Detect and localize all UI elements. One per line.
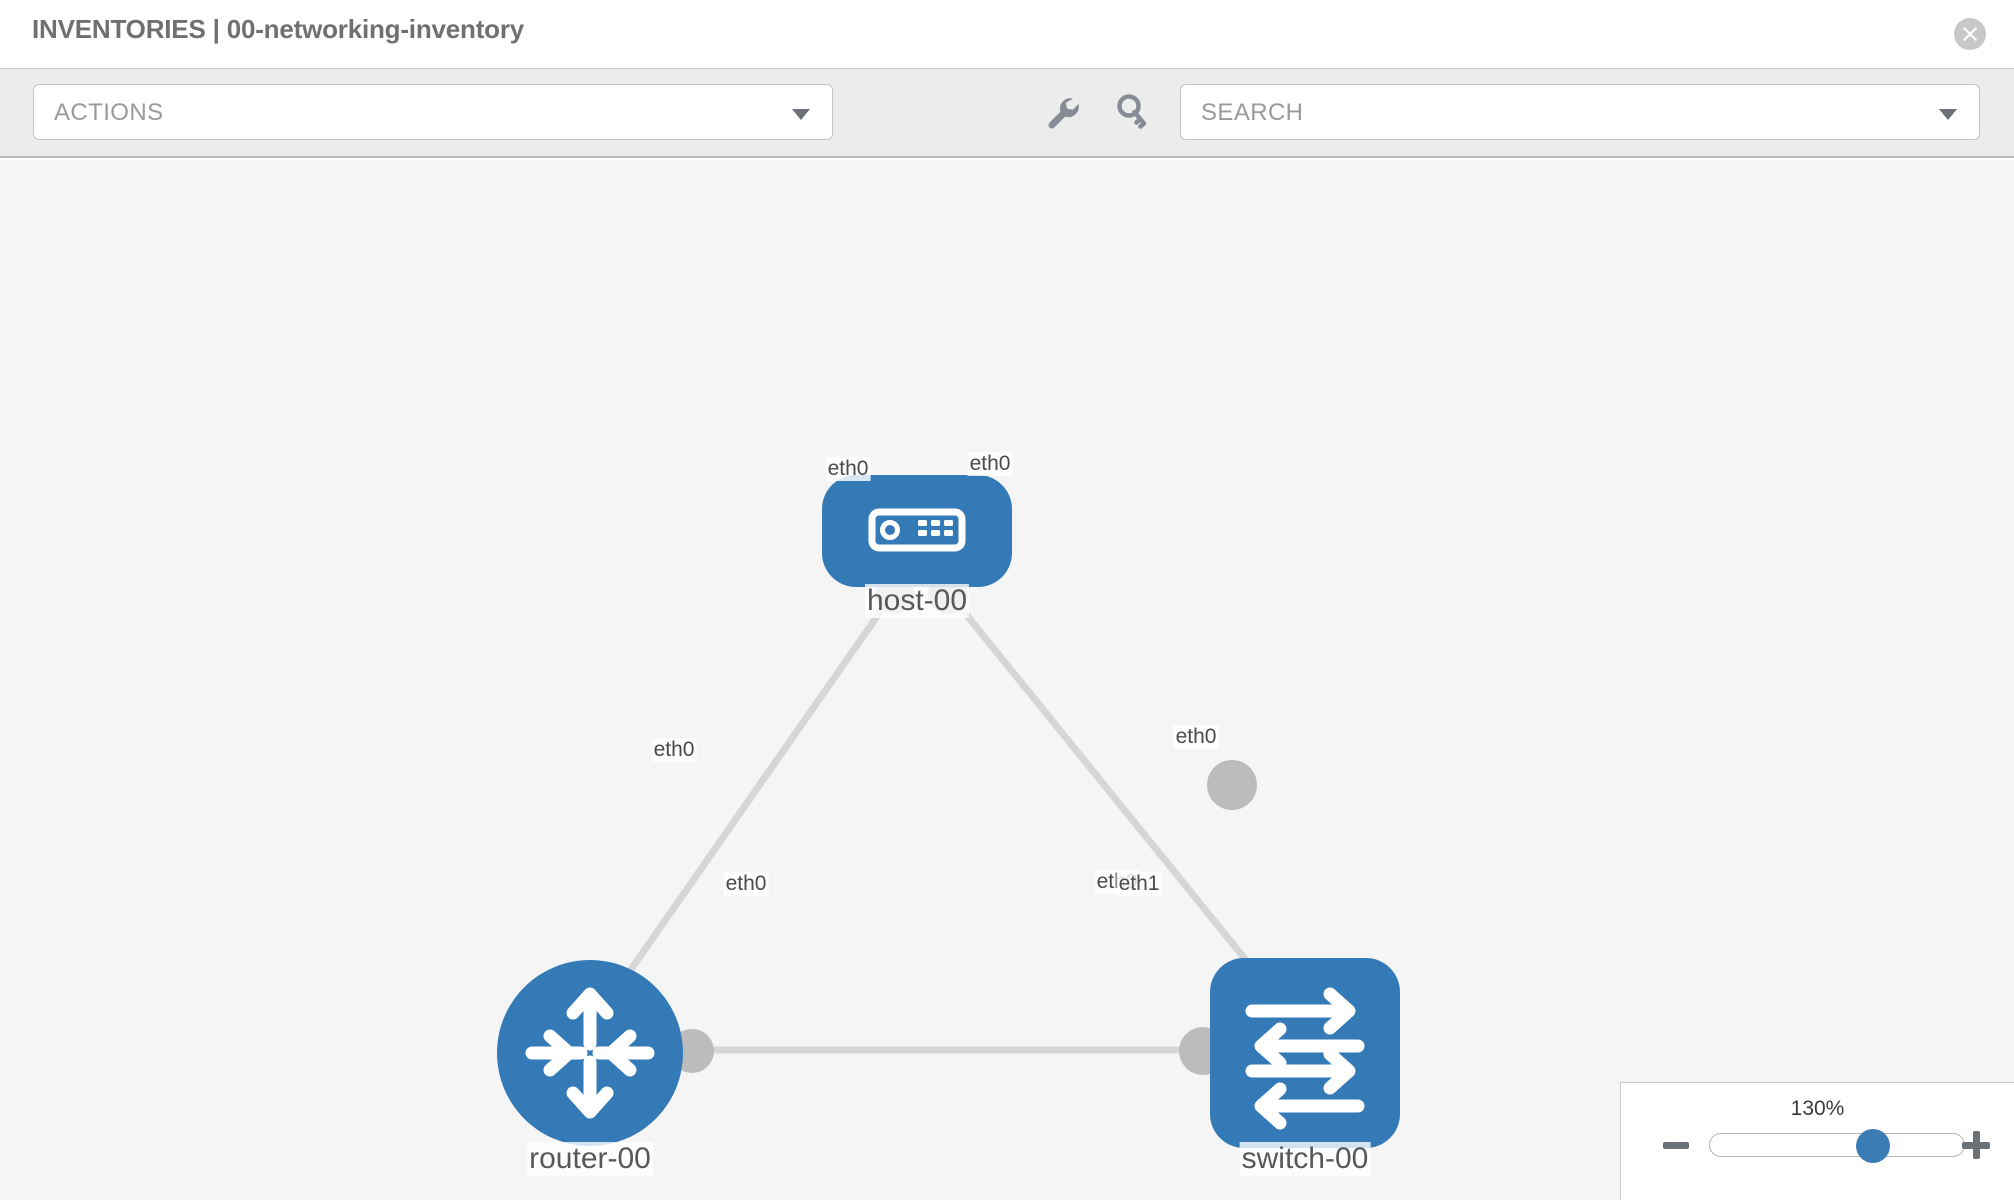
node-label-router-00: router-00 [527,1142,653,1176]
zoom-slider[interactable] [1709,1129,1965,1163]
search-input[interactable]: SEARCH [1180,84,1980,140]
interface-label: eth1 [1116,872,1162,896]
slider-thumb[interactable] [1856,1129,1890,1163]
actions-dropdown-label: ACTIONS [54,99,164,126]
interface-label: eth0 [651,738,697,762]
close-icon[interactable] [1954,18,1986,50]
chevron-down-icon [792,109,810,120]
zoom-percent-label: 130% [1790,1097,1845,1120]
topology-links [622,589,1265,1054]
minus-icon[interactable] [1663,1142,1689,1149]
topology-graph [497,475,1400,1148]
zoom-control-panel: 130% [1620,1082,2014,1200]
plus-icon[interactable] [1962,1131,1990,1159]
connector-switch-top[interactable] [1207,760,1257,810]
interface-label: eth0 [825,457,871,481]
key-icon[interactable] [1110,90,1154,134]
search-placeholder: SEARCH [1201,99,1304,126]
wrench-icon[interactable] [1040,90,1084,134]
page-header: INVENTORIES | 00-networking-inventory [0,0,2014,68]
node-router-00[interactable] [497,960,683,1146]
node-label-host-00: host-00 [864,584,970,618]
topology-canvas[interactable]: host-00 router-00 switch-00 eth0 eth0 et… [0,160,2014,1200]
link-host-router[interactable] [622,589,897,981]
actions-dropdown[interactable]: ACTIONS [33,84,833,140]
topology-connectors [670,574,1257,1075]
page-title: INVENTORIES | 00-networking-inventory [32,14,525,44]
interface-label: eth0 [723,872,769,896]
node-switch-00[interactable] [1210,958,1400,1148]
node-label-switch-00: switch-00 [1239,1142,1371,1176]
link-host-switch[interactable] [945,589,1265,983]
node-host-00[interactable] [822,475,1012,587]
interface-label: eth0 [1173,725,1219,749]
chevron-down-icon[interactable] [1939,109,1957,120]
interface-label: eth0 [967,452,1013,476]
